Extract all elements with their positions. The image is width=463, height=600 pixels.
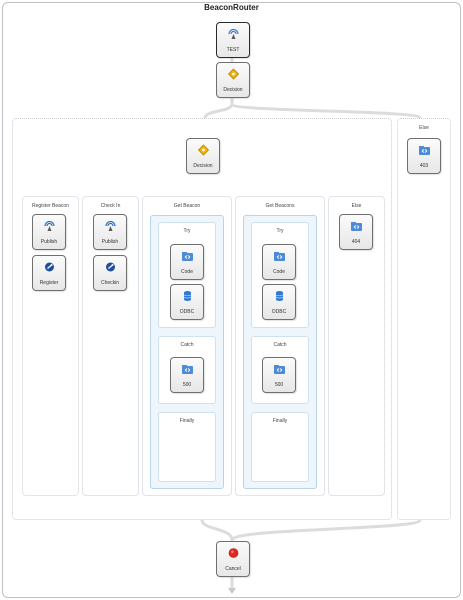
else-404-action[interactable]: 404 <box>339 214 373 250</box>
folder-code-icon <box>274 365 285 374</box>
folder-code-icon <box>351 222 362 231</box>
diamond-icon <box>197 144 210 156</box>
code-action[interactable]: Code <box>262 244 296 280</box>
catch-header: Catch <box>273 342 287 348</box>
branch-header: Register Beacon <box>32 203 69 209</box>
publish-action[interactable]: Publish <box>93 214 127 250</box>
branch-header: Get Beacons <box>265 203 295 209</box>
trigger-label: TEST <box>226 47 240 53</box>
database-icon <box>275 291 284 301</box>
outer-else-action-label: 403 <box>419 163 429 169</box>
publish-action[interactable]: Publish <box>32 214 66 250</box>
folder-code-icon <box>274 252 285 261</box>
catch-header: Catch <box>180 342 194 348</box>
action-label: 404 <box>351 239 361 245</box>
workflow-title: BeaconRouter <box>204 3 259 12</box>
inner-decision-action[interactable]: Decision <box>186 138 220 174</box>
folder-code-icon <box>419 146 430 155</box>
action-label: 500 <box>182 382 192 388</box>
branch-header: Get Beacon <box>173 203 201 209</box>
branch-header: Else <box>351 203 362 209</box>
action-label: Publish <box>40 239 58 245</box>
cancel-label: Cancel <box>225 566 241 572</box>
antenna-icon <box>228 28 239 39</box>
finally-block: Finally <box>251 412 309 482</box>
odbc-action[interactable]: ODBC <box>262 284 296 320</box>
gear-badge-icon <box>45 262 54 272</box>
outer-else-branch: Else <box>397 118 451 520</box>
top-decision-label: Decision <box>223 87 243 93</box>
checkin-action[interactable]: Checkin <box>93 255 127 291</box>
gear-badge-icon <box>106 262 115 272</box>
finally-header: Finally <box>179 418 195 424</box>
catch-500-action[interactable]: 500 <box>262 357 296 393</box>
diamond-icon <box>227 68 240 80</box>
register-action[interactable]: Register <box>32 255 66 291</box>
catch-500-action[interactable]: 500 <box>170 357 204 393</box>
finally-header: Finally <box>272 418 288 424</box>
folder-code-icon <box>182 365 193 374</box>
branch-header: Check In <box>100 203 121 209</box>
outer-else-action[interactable]: 403 <box>407 138 441 174</box>
cancel-action[interactable]: Cancel <box>216 541 250 577</box>
inner-decision-label: Decision <box>193 163 213 169</box>
try-header: Try <box>183 228 191 234</box>
odbc-action[interactable]: ODBC <box>170 284 204 320</box>
action-label: Code <box>273 269 285 275</box>
antenna-icon <box>105 220 116 231</box>
action-label: Publish <box>101 239 119 245</box>
action-label: Code <box>181 269 193 275</box>
outer-else-header: Else <box>419 125 429 131</box>
action-label: 500 <box>274 382 284 388</box>
code-action[interactable]: Code <box>170 244 204 280</box>
database-icon <box>183 291 192 301</box>
try-header: Try <box>276 228 284 234</box>
trigger-action[interactable]: TEST <box>216 22 250 58</box>
finally-block: Finally <box>158 412 216 482</box>
action-label: ODBC <box>179 309 195 315</box>
folder-code-icon <box>182 252 193 261</box>
antenna-icon <box>44 220 55 231</box>
action-label: Register <box>39 280 59 286</box>
stop-icon <box>228 548 239 558</box>
top-decision-action[interactable]: Decision <box>216 62 250 98</box>
action-label: ODBC <box>271 309 287 315</box>
action-label: Checkin <box>100 280 120 286</box>
